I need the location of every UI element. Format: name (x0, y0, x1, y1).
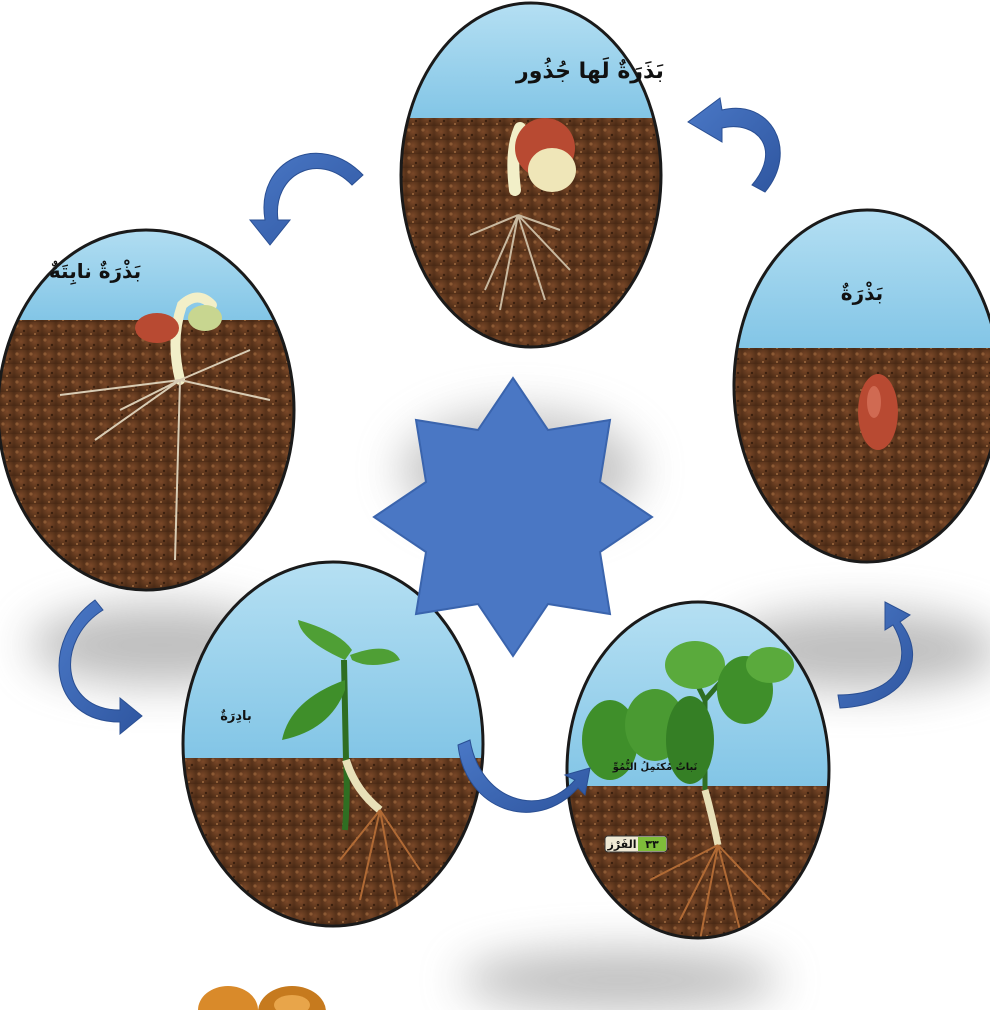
arrow-roots-to-germinating (250, 153, 363, 245)
stage-germinating-seed: بَذْرَةٌ نابِتَةٌ (0, 220, 300, 600)
center-star (374, 378, 652, 656)
label-germinating-seed: بَذْرَةٌ نابِتَةٌ (49, 259, 141, 285)
page-tag: ٣٣ الفَرْز (605, 836, 667, 852)
stage-seedling: بادِرَةٌ (180, 560, 490, 938)
stage-seed: بَذْرَةٌ (730, 205, 990, 568)
label-seedling: بادِرَةٌ (220, 708, 252, 724)
label-seed: بَذْرَةٌ (841, 281, 883, 305)
page-number: ٣٣ (645, 838, 659, 851)
bean-decoration (198, 986, 326, 1010)
stage-seed-with-roots: بَذَرَةٌ لَها جُذُور (400, 0, 665, 358)
label-seed-with-roots: بَذَرَةٌ لَها جُذُور (515, 57, 664, 84)
arrow-seed-to-roots (688, 98, 780, 192)
page-label: الفَرْز (607, 838, 637, 851)
